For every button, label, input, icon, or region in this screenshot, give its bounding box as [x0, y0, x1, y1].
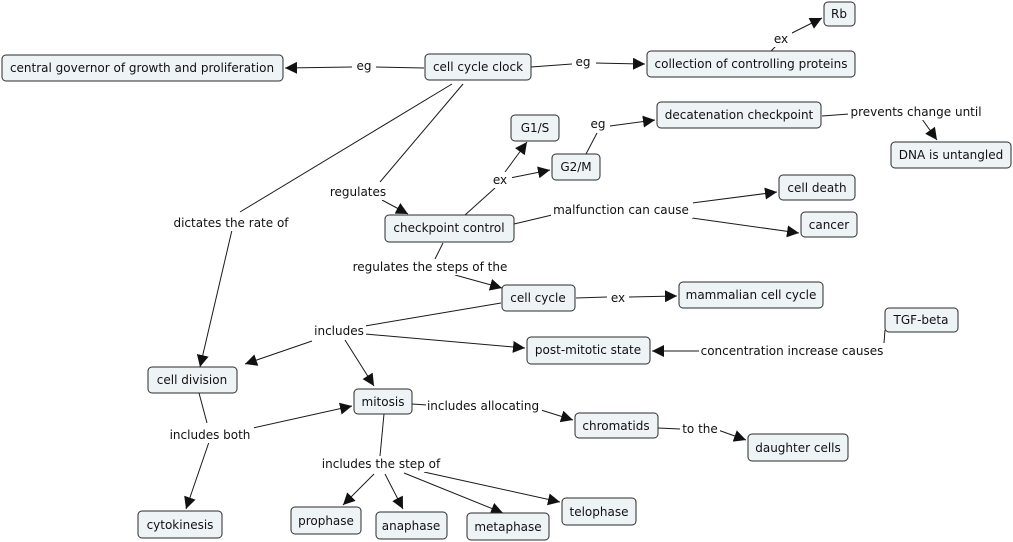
svg-text:includes allocating: includes allocating [427, 399, 539, 413]
node-chromatids[interactable]: chromatids [574, 412, 659, 439]
svg-text:includes both: includes both [170, 428, 251, 442]
svg-text:daughter cells: daughter cells [755, 441, 841, 455]
svg-text:cell cycle clock: cell cycle clock [433, 60, 523, 74]
svg-text:anaphase: anaphase [382, 519, 441, 533]
svg-text:cell cycle: cell cycle [510, 291, 565, 305]
svg-text:cytokinesis: cytokinesis [147, 518, 214, 532]
svg-text:telophase: telophase [570, 505, 629, 519]
svg-text:checkpoint control: checkpoint control [393, 221, 504, 235]
svg-text:to the: to the [682, 422, 718, 436]
svg-text:ex: ex [774, 32, 788, 46]
link-labels: eg eg ex regulates dictates the rate of … [166, 31, 986, 472]
svg-text:DNA is untangled: DNA is untangled [899, 148, 1003, 162]
svg-text:prevents change until: prevents change until [850, 105, 981, 119]
node-tgf-beta[interactable]: TGF-beta [884, 307, 959, 333]
svg-text:TGF-beta: TGF-beta [893, 313, 949, 327]
svg-text:central governor of growth and: central governor of growth and prolifera… [10, 61, 274, 75]
svg-text:prophase: prophase [298, 514, 354, 528]
link-label-eg-decatenation: eg [586, 116, 610, 132]
link-label-ex-checkpoints: ex [490, 172, 512, 188]
link-label-includes-both: includes both [166, 427, 254, 443]
link-label-prevents: prevents change until [848, 104, 986, 120]
connectors [184, 17, 938, 515]
svg-text:cancer: cancer [809, 218, 850, 232]
svg-text:includes the step of: includes the step of [322, 457, 441, 471]
svg-text:ex: ex [493, 173, 507, 187]
svg-text:cell death: cell death [787, 181, 846, 195]
node-telophase[interactable]: telophase [561, 497, 637, 526]
link-label-regulates: regulates [328, 184, 390, 200]
link-label-includes-step: includes the step of [318, 456, 442, 472]
link-label-to-the: to the [680, 421, 720, 437]
link-label-eg-left: eg [352, 58, 376, 74]
svg-text:eg: eg [591, 117, 606, 131]
svg-text:ex: ex [611, 291, 625, 305]
node-dna-untangled[interactable]: DNA is untangled [890, 141, 1012, 169]
svg-text:eg: eg [357, 59, 372, 73]
node-daughter-cells[interactable]: daughter cells [747, 433, 849, 462]
svg-text:metaphase: metaphase [474, 520, 541, 534]
node-checkpoint-control[interactable]: checkpoint control [384, 214, 515, 243]
svg-text:mitosis: mitosis [362, 395, 405, 409]
node-anaphase[interactable]: anaphase [375, 511, 448, 540]
link-label-dictates: dictates the rate of [170, 215, 294, 231]
svg-text:G2/M: G2/M [560, 160, 591, 174]
svg-text:malfunction can cause: malfunction can cause [553, 203, 689, 217]
link-label-regulates-steps: regulates the steps of the [349, 259, 513, 275]
svg-text:includes: includes [314, 324, 364, 338]
node-rb[interactable]: Rb [823, 1, 856, 27]
link-label-concentration: concentration increase causes [699, 343, 887, 359]
node-mitosis[interactable]: mitosis [353, 388, 413, 415]
svg-text:eg: eg [576, 55, 591, 69]
svg-text:chromatids: chromatids [582, 419, 649, 433]
node-controlling-proteins[interactable]: collection of controlling proteins [646, 50, 856, 78]
svg-text:post-mitotic state: post-mitotic state [535, 343, 641, 357]
svg-text:regulates the steps of the: regulates the steps of the [353, 260, 508, 274]
node-cell-cycle-clock[interactable]: cell cycle clock [424, 53, 532, 81]
svg-text:Rb: Rb [831, 7, 847, 21]
node-decatenation-checkpoint[interactable]: decatenation checkpoint [656, 101, 822, 129]
node-cell-division[interactable]: cell division [147, 366, 238, 394]
node-cytokinesis[interactable]: cytokinesis [137, 510, 223, 539]
node-cell-death[interactable]: cell death [778, 174, 856, 201]
node-g1s[interactable]: G1/S [510, 114, 560, 142]
link-label-includes: includes [312, 323, 366, 339]
svg-text:mammalian cell cycle: mammalian cell cycle [686, 288, 817, 302]
link-label-includes-allocating: includes allocating [426, 398, 542, 414]
svg-text:decatenation checkpoint: decatenation checkpoint [665, 108, 814, 122]
link-label-malfunction: malfunction can cause [551, 202, 693, 218]
node-mammalian-cell-cycle[interactable]: mammalian cell cycle [678, 281, 824, 309]
node-post-mitotic-state[interactable]: post-mitotic state [526, 336, 651, 365]
link-label-eg-right: eg [572, 54, 596, 70]
svg-text:concentration increase causes: concentration increase causes [701, 344, 884, 358]
svg-text:dictates the rate of: dictates the rate of [173, 216, 289, 230]
node-cancer[interactable]: cancer [800, 211, 858, 238]
node-cell-cycle[interactable]: cell cycle [501, 284, 576, 312]
node-metaphase[interactable]: metaphase [466, 512, 550, 541]
node-central-governor[interactable]: central governor of growth and prolifera… [1, 54, 284, 82]
svg-text:regulates: regulates [330, 185, 386, 199]
svg-text:G1/S: G1/S [521, 121, 550, 135]
link-label-ex-rb: ex [770, 31, 792, 47]
node-g2m[interactable]: G2/M [551, 153, 601, 181]
svg-text:cell division: cell division [157, 373, 227, 387]
svg-text:collection of controlling prot: collection of controlling proteins [655, 57, 848, 71]
node-prophase[interactable]: prophase [290, 506, 362, 535]
link-label-ex-mammalian: ex [607, 290, 629, 306]
